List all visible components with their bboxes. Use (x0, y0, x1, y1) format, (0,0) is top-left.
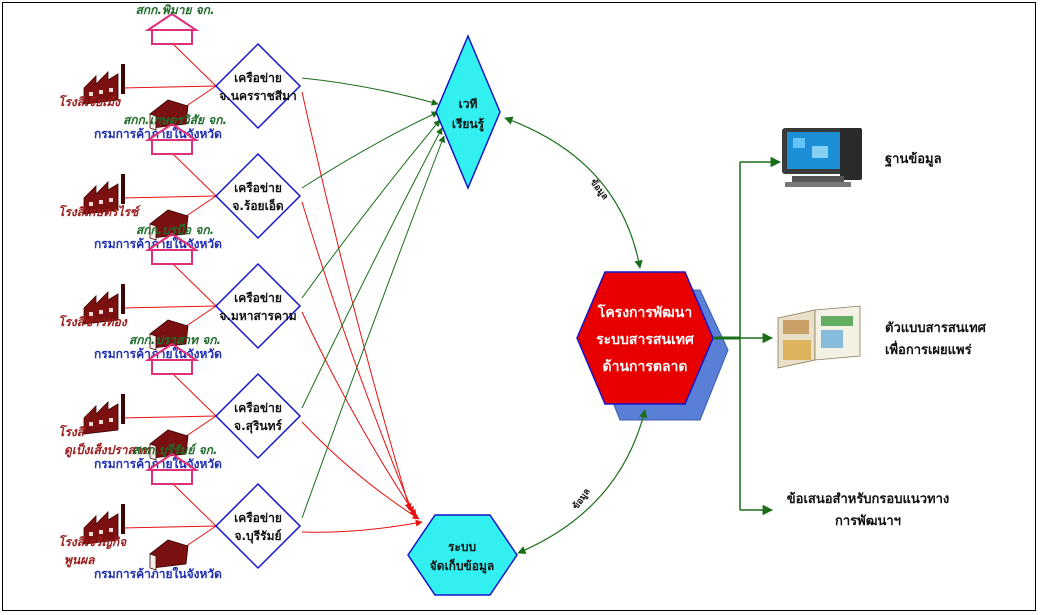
to-storage-link (301, 421, 420, 520)
building-icon (149, 99, 189, 131)
coop-label: สกก.เกษตรวิสัย จก. (123, 113, 227, 127)
network-diamond (214, 482, 302, 570)
house-icon (144, 232, 200, 265)
building-icon (149, 539, 189, 571)
storage-label-1: ระบบ (448, 540, 476, 554)
factory-icon (83, 394, 125, 435)
network-label-2: จ.มหาสารคาม (219, 309, 296, 323)
storage-node: ระบบ จัดเก็บข้อมูล (407, 514, 518, 596)
source-link (121, 525, 217, 529)
coop-label: สกก.บุรีรัมย์ จก. (133, 443, 218, 458)
data-link-storage (517, 409, 648, 554)
to-storage-link (301, 201, 414, 514)
source-link (171, 262, 217, 307)
network-diamond (214, 372, 302, 460)
network-label-1: เครือข่าย (234, 71, 282, 85)
province-group: สกก.บรบือ จก. เครือข่ายจ.มหาสารคาม โรงสีข้… (58, 223, 302, 361)
to-forum-link (301, 135, 446, 519)
house-icon (144, 342, 200, 375)
factory-icon (83, 64, 125, 105)
house-icon (144, 452, 200, 485)
network-label-2: จ.บุรีรัมย์ (234, 529, 281, 544)
to-forum-link (301, 119, 441, 299)
mill-label-1: โรงสีเจริญกิจ (58, 534, 127, 549)
connector-lines (301, 77, 446, 533)
mill-label-1: โรงสี (58, 424, 87, 439)
network-label-1: เครือข่าย (234, 181, 282, 195)
forum-node: เวที เรียนรู้ (435, 34, 501, 190)
model-label-1: ตัวแบบสารสนเทศ (885, 321, 987, 336)
computer-icon (782, 128, 862, 187)
building-icon (149, 319, 189, 351)
storage-label-2: จัดเก็บข้อมูล (430, 558, 494, 574)
mill-label-2: พูนผล (64, 553, 95, 568)
to-forum-link (301, 77, 439, 106)
to-storage-link (301, 91, 412, 511)
project-label-3: ด้านการตลาด (602, 359, 687, 375)
source-link (121, 415, 217, 419)
network-label-2: จ.นครราชสีมา (219, 89, 297, 103)
project-node: โครงการพัฒนา ระบบสารสนเทศ ด้านการตลาด (576, 271, 729, 421)
source-link (171, 482, 217, 527)
mill-label: โรงสีเกษตรไรซ์ (58, 204, 141, 219)
factory-icon (83, 504, 125, 545)
project-label-1: โครงการพัฒนา (597, 303, 692, 321)
province-group: สกก.เกษตรวิสัย จก. เครือข่ายจ.ร้อยเอ็ด โรง… (58, 113, 302, 251)
brochure-icon (777, 305, 861, 369)
to-storage-link (301, 311, 417, 517)
provider-group: สกก.พิมาย จก.เครือข่ายจ.นครราชสีมาโรงสีเ… (58, 3, 302, 581)
dept-label: กรมการค้าภายในจังหวัด (94, 566, 222, 581)
mill-label: โรงสีเจียเม้ง (58, 94, 121, 109)
mill-label: โรงสีข้าวทอง (58, 314, 128, 329)
source-link (121, 85, 217, 89)
factory-icon (83, 284, 125, 325)
house-icon (144, 122, 200, 155)
coop-label: สกก.ปราสาท จก. (129, 333, 221, 347)
to-storage-link (301, 519, 423, 533)
source-link (121, 305, 217, 309)
to-forum-link (301, 111, 439, 189)
province-group: สกก.พิมาย จก. เครือข่ายจ.นครราชสีมา โรงสีเ… (58, 3, 302, 141)
forum-label-1: เวที (459, 97, 478, 111)
source-link (171, 372, 217, 417)
network-label-1: เครือข่าย (234, 511, 282, 525)
to-forum-link (301, 127, 443, 409)
proposal-label-1: ข้อเสนอสำหรับกรอบแนวทาง (787, 491, 950, 507)
forum-label-2: เรียนรู้ (452, 117, 485, 132)
network-label-1: เครือข่าย (234, 291, 282, 305)
mill-label-2: ดูเป็งเส็งปราสาท (64, 442, 151, 458)
database-label: ฐานข้อมูล (885, 151, 942, 168)
building-icon (149, 209, 189, 241)
data-link-forum (504, 116, 643, 269)
network-label-1: เครือข่าย (234, 401, 282, 415)
source-link (171, 152, 217, 197)
network-label-2: จ.สุรินทร์ (234, 419, 282, 434)
source-link (171, 42, 217, 87)
network-diamond (214, 152, 302, 240)
model-label-2: เพื่อการเผยแพร่ (885, 340, 972, 358)
network-diamond (214, 42, 302, 130)
province-group: สกก.บุรีรัมย์ จก. เครือข่ายจ.บุรีรัมย์ โรง… (58, 443, 302, 581)
coop-label: สกก.พิมาย จก. (135, 3, 214, 17)
house-icon (144, 12, 200, 45)
network-label-2: จ.ร้อยเอ็ด (232, 198, 284, 213)
proposal-label-2: การพัฒนาฯ (835, 514, 901, 529)
factory-icon (83, 174, 125, 215)
coop-label: สกก.บรบือ จก. (136, 223, 214, 237)
project-label-2: ระบบสารสนเทศ (596, 332, 695, 348)
building-icon (149, 429, 189, 461)
source-link (121, 195, 217, 199)
network-diamond (214, 262, 302, 350)
output-connectors (713, 156, 782, 516)
